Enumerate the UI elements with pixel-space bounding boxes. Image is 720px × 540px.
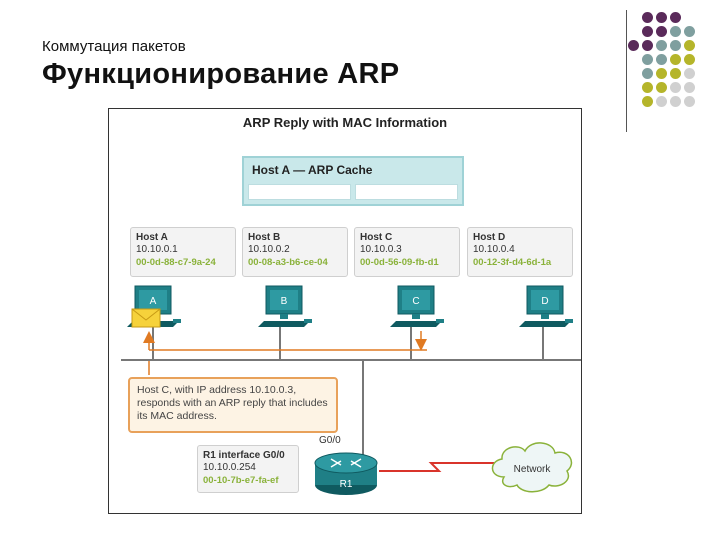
host-card-b: Host B 10.10.0.2 00-08-a3-b6-ce-04 <box>242 227 348 277</box>
decor-vertical-line <box>626 10 627 132</box>
router-name: R1 <box>340 479 353 490</box>
pc-letter: A <box>150 296 157 307</box>
pc-d-icon: D <box>519 285 573 327</box>
decor-dot <box>684 68 695 79</box>
decor-dot <box>642 40 653 51</box>
pc-letter: D <box>541 296 548 307</box>
envelope-icon <box>131 308 161 328</box>
host-ip: 10.10.0.4 <box>473 244 515 255</box>
cloud-label: Network <box>514 464 552 475</box>
decor-dot <box>642 26 653 37</box>
router-interface-title: R1 interface G0/0 <box>203 450 285 461</box>
host-ip: 10.10.0.1 <box>136 244 178 255</box>
router-r1-icon: R1 <box>314 452 378 495</box>
decor-dot <box>684 96 695 107</box>
decor-dot <box>656 54 667 65</box>
host-name: Host A <box>136 232 168 243</box>
decor-dot <box>670 82 681 93</box>
decor-dot <box>642 96 653 107</box>
decor-dot <box>684 82 695 93</box>
host-name: Host C <box>360 232 393 243</box>
arp-reply-callout: Host C, with IP address 10.10.0.3, respo… <box>128 377 338 433</box>
host-ip: 10.10.0.2 <box>248 244 290 255</box>
router-mac: 00-10-7b-e7-fa-ef <box>203 475 279 486</box>
host-card-d: Host D 10.10.0.4 00-12-3f-d4-6d-1a <box>467 227 573 277</box>
slide-subtitle: Коммутация пакетов <box>42 38 186 55</box>
arp-cache-title: Host A — ARP Cache <box>252 163 373 177</box>
decor-dot <box>670 40 681 51</box>
decor-dot <box>656 96 667 107</box>
arp-cache-row <box>248 184 458 200</box>
pc-b-icon: B <box>258 285 312 327</box>
host-name: Host B <box>248 232 281 243</box>
router-card: R1 interface G0/0 10.10.0.254 00-10-7b-e… <box>197 445 299 493</box>
decor-dot <box>656 12 667 23</box>
wan-link <box>379 462 494 472</box>
arp-reply-path <box>143 331 427 375</box>
decor-dot <box>656 82 667 93</box>
arp-cache-cell-ip <box>248 184 351 200</box>
decor-dot <box>642 68 653 79</box>
host-mac: 00-08-a3-b6-ce-04 <box>248 257 328 268</box>
network-cloud-icon: Network <box>491 442 573 493</box>
decor-dot <box>684 54 695 65</box>
decor-dot <box>670 68 681 79</box>
host-ip: 10.10.0.3 <box>360 244 402 255</box>
host-card-c: Host C 10.10.0.3 00-0d-56-09-fb-d1 <box>354 227 460 277</box>
decor-dot <box>670 54 681 65</box>
decor-dot <box>670 12 681 23</box>
decor-dot <box>670 26 681 37</box>
decor-dot <box>684 40 695 51</box>
decor-dot <box>642 54 653 65</box>
host-name: Host D <box>473 232 506 243</box>
decor-dot <box>656 26 667 37</box>
pc-letter: B <box>281 296 288 307</box>
arp-diagram: ARP Reply with MAC Information Host A — … <box>108 108 582 514</box>
host-mac: 00-0d-88-c7-9a-24 <box>136 257 216 268</box>
arp-cache-table: Host A — ARP Cache <box>242 156 464 206</box>
pc-c-icon: C <box>390 285 444 327</box>
pc-letter: C <box>412 296 419 307</box>
router-interface-label: G0/0 <box>319 435 341 446</box>
decor-dot <box>656 68 667 79</box>
decor-dot <box>670 96 681 107</box>
diagram-title: ARP Reply with MAC Information <box>242 115 448 130</box>
host-card-a: Host A 10.10.0.1 00-0d-88-c7-9a-24 <box>130 227 236 277</box>
slide-title: Функционирование ARP <box>42 58 400 90</box>
network-topology: A B C <box>121 285 581 495</box>
host-mac: 00-0d-56-09-fb-d1 <box>360 257 439 268</box>
host-mac: 00-12-3f-d4-6d-1a <box>473 257 552 268</box>
decor-dot <box>628 40 639 51</box>
arp-cache-cell-mac <box>355 184 458 200</box>
router-ip: 10.10.0.254 <box>203 462 256 473</box>
decor-dot <box>642 12 653 23</box>
decor-dot <box>684 26 695 37</box>
decor-dot <box>642 82 653 93</box>
decor-dot <box>656 40 667 51</box>
